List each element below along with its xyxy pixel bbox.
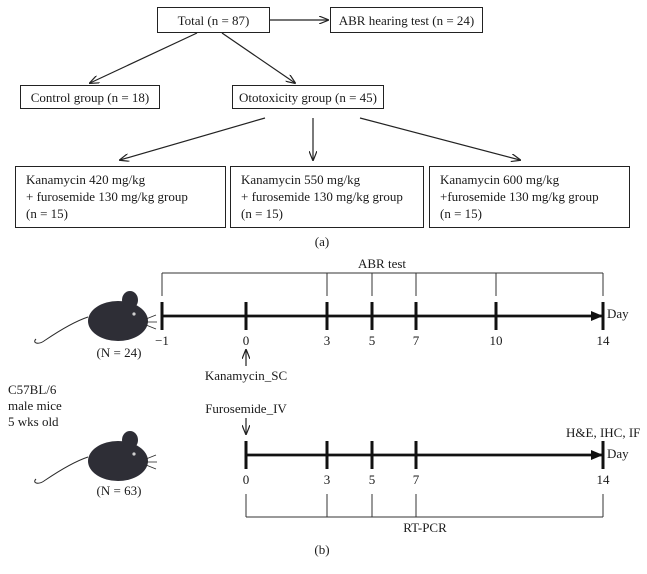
arrow-to-group-1 — [120, 117, 266, 160]
abr-test-label: ABR test — [357, 256, 407, 271]
mouse-icon — [34, 431, 157, 484]
mice-desc-line-1: C57BL/6 — [8, 382, 57, 397]
t1-tick-label: 14 — [596, 333, 610, 348]
furosemide-label: Furosemide_IV — [205, 401, 287, 416]
t1-tick-label: 7 — [412, 333, 420, 348]
mouse-1-count: (N = 24) — [96, 345, 142, 360]
group-box-2: Kanamycin 550 mg/kg + furosemide 130 mg/… — [230, 166, 424, 228]
endpoints-label: H&E, IHC, IF — [566, 425, 641, 440]
total-label: Total (n = 87) — [177, 12, 250, 28]
mouse-2-count: (N = 63) — [96, 483, 142, 498]
group-box-3: Kanamycin 600 mg/kg +furosemide 130 mg/k… — [429, 166, 630, 228]
ototoxicity-group-box: Ototoxicity group (n = 45) — [232, 85, 384, 109]
control-group-box: Control group (n = 18) — [20, 85, 160, 109]
group-1-line-2: + furosemide 130 mg/kg group — [26, 189, 188, 204]
timeline-2-ticks — [244, 441, 605, 469]
group-3-line-2: +furosemide 130 mg/kg group — [440, 189, 599, 204]
day-label-2: Day — [607, 446, 629, 461]
mice-desc-line-3: 5 wks old — [8, 414, 59, 429]
ototoxicity-group-label: Ototoxicity group (n = 45) — [238, 89, 378, 105]
group-2-line-2: + furosemide 130 mg/kg group — [241, 189, 403, 204]
abr-test-bracket — [161, 272, 604, 296]
kanamycin-label: Kanamycin_SC — [204, 368, 288, 383]
abr-hearing-test-label: ABR hearing test (n = 24) — [338, 12, 475, 28]
rt-pcr-bracket — [245, 494, 604, 518]
group-3-line-1: Kanamycin 600 mg/kg — [440, 172, 560, 187]
day-label-1: Day — [607, 306, 629, 321]
control-group-label: Control group (n = 18) — [30, 89, 150, 105]
arrow-total-to-control — [90, 32, 198, 83]
t1-tick-label: 5 — [368, 333, 376, 348]
group-3-line-3: (n = 15) — [440, 206, 482, 221]
group-2-line-3: (n = 15) — [241, 206, 283, 221]
timeline-1-ticks — [160, 302, 605, 330]
caption-b: (b) — [314, 542, 330, 557]
t2-tick-label: 7 — [412, 472, 420, 487]
t2-tick-label: 5 — [368, 472, 376, 487]
abr-hearing-test-box: ABR hearing test (n = 24) — [330, 7, 483, 33]
t1-tick-label: 3 — [323, 333, 331, 348]
mice-desc-line-2: male mice — [8, 398, 62, 413]
t1-tick-label: 10 — [489, 333, 503, 348]
group-1-line-1: Kanamycin 420 mg/kg — [26, 172, 146, 187]
t1-tick-label: −1 — [155, 333, 169, 348]
t2-tick-label: 3 — [323, 472, 331, 487]
group-box-1: Kanamycin 420 mg/kg + furosemide 130 mg/… — [15, 166, 226, 228]
t2-tick-label: 0 — [242, 472, 250, 487]
mouse-icon — [34, 291, 157, 344]
rt-pcr-label: RT-PCR — [403, 520, 447, 535]
total-box: Total (n = 87) — [157, 7, 270, 33]
group-2-line-1: Kanamycin 550 mg/kg — [241, 172, 361, 187]
group-1-line-3: (n = 15) — [26, 206, 68, 221]
t2-tick-label: 14 — [596, 472, 610, 487]
arrow-total-to-ototoxicity — [221, 32, 295, 83]
t1-tick-label: 0 — [242, 333, 250, 348]
caption-a: (a) — [314, 234, 330, 249]
arrow-to-group-3 — [359, 117, 520, 160]
